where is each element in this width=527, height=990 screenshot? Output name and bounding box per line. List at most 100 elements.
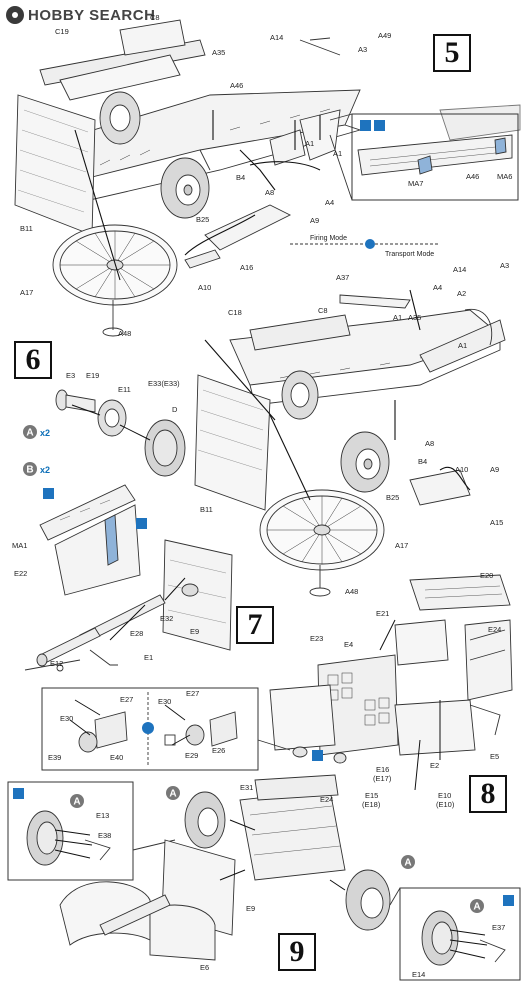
- part-label: E26: [212, 746, 225, 755]
- multiplier-a: x2: [40, 428, 50, 438]
- part-label: MA7: [408, 179, 423, 188]
- part-label: A46: [230, 81, 243, 90]
- part-label: E6: [200, 963, 209, 972]
- step8-assembly: [41, 574, 513, 791]
- part-label: B11: [20, 224, 33, 233]
- step6-assembly: [39, 289, 506, 597]
- part-label: B25: [386, 493, 399, 502]
- part-label: E3: [66, 371, 75, 380]
- part-label: A1: [305, 139, 314, 148]
- step5-assembly: [14, 19, 521, 337]
- step7-part-labels: E22 E32 E9 E28 E12 E1: [14, 569, 199, 668]
- part-label: A8: [425, 439, 434, 448]
- marker-a-inset-left: A: [73, 797, 80, 808]
- part-label: A3: [500, 261, 509, 270]
- part-label: B25: [196, 215, 209, 224]
- part-label: A3: [358, 45, 367, 54]
- part-label: E32: [160, 614, 173, 623]
- logo-badge-icon: [6, 6, 24, 24]
- multiplier-b: x2: [40, 465, 50, 475]
- part-label: B4: [236, 173, 245, 182]
- marker-a-step9-right: A: [404, 858, 411, 869]
- part-label: A8: [265, 188, 274, 197]
- step6-part-labels: C18 C8 A37 A35 A14 A2 A3 A4 A1 A1 A8 B4 …: [12, 261, 509, 596]
- logo-text: HOBBY SEARCH: [28, 6, 156, 24]
- step9-part-labels: E13 E38 E31 E24 E9 E6 E37 E14: [96, 783, 505, 979]
- marker-b-step6: B: [26, 465, 33, 476]
- step-number-9: 9: [278, 933, 316, 971]
- part-label: E30: [60, 714, 73, 723]
- part-label: A48: [345, 587, 358, 596]
- part-label: A9: [310, 216, 319, 225]
- part-label: E40: [110, 753, 123, 762]
- part-label: E4: [344, 640, 353, 649]
- part-label: A37: [336, 273, 349, 282]
- part-label: E39: [48, 753, 61, 762]
- part-label: A1: [458, 341, 467, 350]
- part-label: B11: [200, 505, 213, 514]
- part-label: C18: [228, 308, 242, 317]
- part-label: (E10): [436, 800, 455, 809]
- part-label: E23: [310, 634, 323, 643]
- part-label: A9: [490, 465, 499, 474]
- step9-assembly: [7, 774, 521, 981]
- marker-a-step9-left: A: [169, 789, 176, 800]
- step-number-8: 8: [469, 775, 507, 813]
- part-label: E21: [376, 609, 389, 618]
- part-label: (E17): [373, 774, 392, 783]
- part-label: E30: [158, 697, 171, 706]
- part-label: C8: [318, 306, 328, 315]
- part-label: E27: [120, 695, 133, 704]
- step-number-7: 7: [236, 606, 274, 644]
- part-label: MA1: [12, 541, 27, 550]
- part-label: E33(E33): [148, 379, 180, 388]
- transport-mode-label: Transport Mode: [385, 251, 434, 258]
- part-label: A16: [240, 263, 253, 272]
- part-label: E9: [246, 904, 255, 913]
- part-label: E20: [480, 571, 493, 580]
- part-label: E24: [488, 625, 501, 634]
- part-label: A2: [457, 289, 466, 298]
- hobby-search-logo: HOBBY SEARCH: [6, 4, 155, 26]
- part-label: A4: [433, 283, 442, 292]
- part-label: A35: [212, 48, 225, 57]
- firing-mode-label: Firing Mode: [310, 235, 347, 242]
- part-label: A17: [395, 541, 408, 550]
- part-label: A17: [20, 288, 33, 297]
- part-label: E37: [492, 923, 505, 932]
- part-label: A15: [490, 518, 503, 527]
- part-label: E10: [438, 791, 451, 800]
- part-label: (E18): [362, 800, 381, 809]
- step-number-6: 6: [14, 341, 52, 379]
- step5-part-labels: C8 C19 A35 A46 A14 A3 A49 A1 A1 A8 B4 A4…: [20, 13, 512, 338]
- part-label: A35: [408, 313, 421, 322]
- part-label: E24: [320, 795, 333, 804]
- step7-assembly: [24, 539, 233, 672]
- step8-part-labels: E20 E21 E24 E23 E4 E27 E30 E27 E30 E39 E…: [48, 571, 501, 809]
- part-label: E22: [14, 569, 27, 578]
- part-label: B4: [418, 457, 427, 466]
- part-label: E19: [86, 371, 99, 380]
- part-label: E13: [96, 811, 109, 820]
- part-label: MA6: [497, 172, 512, 181]
- part-label: E5: [490, 752, 499, 761]
- part-label: E2: [430, 761, 439, 770]
- part-label: E27: [186, 689, 199, 698]
- part-label: A4: [325, 198, 334, 207]
- part-label: E15: [365, 791, 378, 800]
- part-label: A1: [333, 149, 342, 158]
- part-label: E28: [130, 629, 143, 638]
- part-label: C8: [150, 13, 160, 22]
- part-label: E16: [376, 765, 389, 774]
- part-label: E38: [98, 831, 111, 840]
- part-label: E9: [190, 627, 199, 636]
- part-label: A48: [118, 329, 131, 338]
- part-label: A10: [198, 283, 211, 292]
- part-label: A14: [270, 33, 283, 42]
- subassembly-markers: A x2 B x2 A A A A: [23, 425, 484, 913]
- part-label: A14: [453, 265, 466, 274]
- step-number-5: 5: [433, 34, 471, 72]
- part-label: C19: [55, 27, 69, 36]
- part-label: E31: [240, 783, 253, 792]
